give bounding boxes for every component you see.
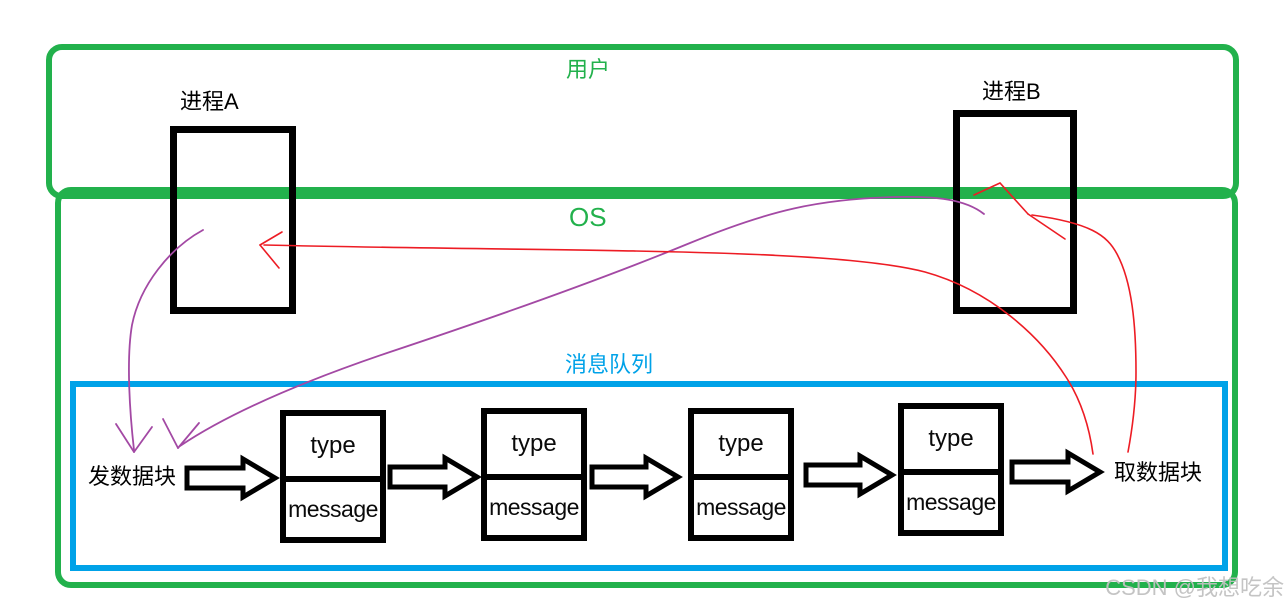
queue-node: type message — [280, 410, 386, 543]
queue-node: type message — [688, 408, 794, 541]
process-a-box — [170, 126, 296, 314]
send-data-block-label: 发数据块 — [88, 464, 177, 489]
node-message-cell: message — [696, 494, 786, 520]
process-b-box — [953, 110, 1077, 314]
os-layer-box — [55, 187, 1238, 588]
node-type-cell: type — [694, 414, 788, 480]
process-a-label: 进程A — [180, 89, 239, 114]
watermark-text: CSDN @我想吃余 — [1105, 575, 1284, 600]
queue-node: type message — [898, 403, 1004, 536]
node-message-cell: message — [906, 489, 996, 515]
node-message-cell: message — [489, 494, 579, 520]
receive-data-block-label: 取数据块 — [1114, 460, 1203, 485]
node-type-cell: type — [286, 416, 380, 482]
node-message-cell: message — [288, 496, 378, 522]
node-type-cell: type — [487, 414, 581, 480]
os-layer-label: OS — [569, 202, 607, 232]
user-layer-label: 用户 — [566, 57, 611, 82]
message-queue-box — [70, 381, 1228, 571]
node-type-cell: type — [904, 409, 998, 475]
queue-node: type message — [481, 408, 587, 541]
process-b-label: 进程B — [982, 79, 1041, 104]
message-queue-label: 消息队列 — [565, 352, 654, 377]
